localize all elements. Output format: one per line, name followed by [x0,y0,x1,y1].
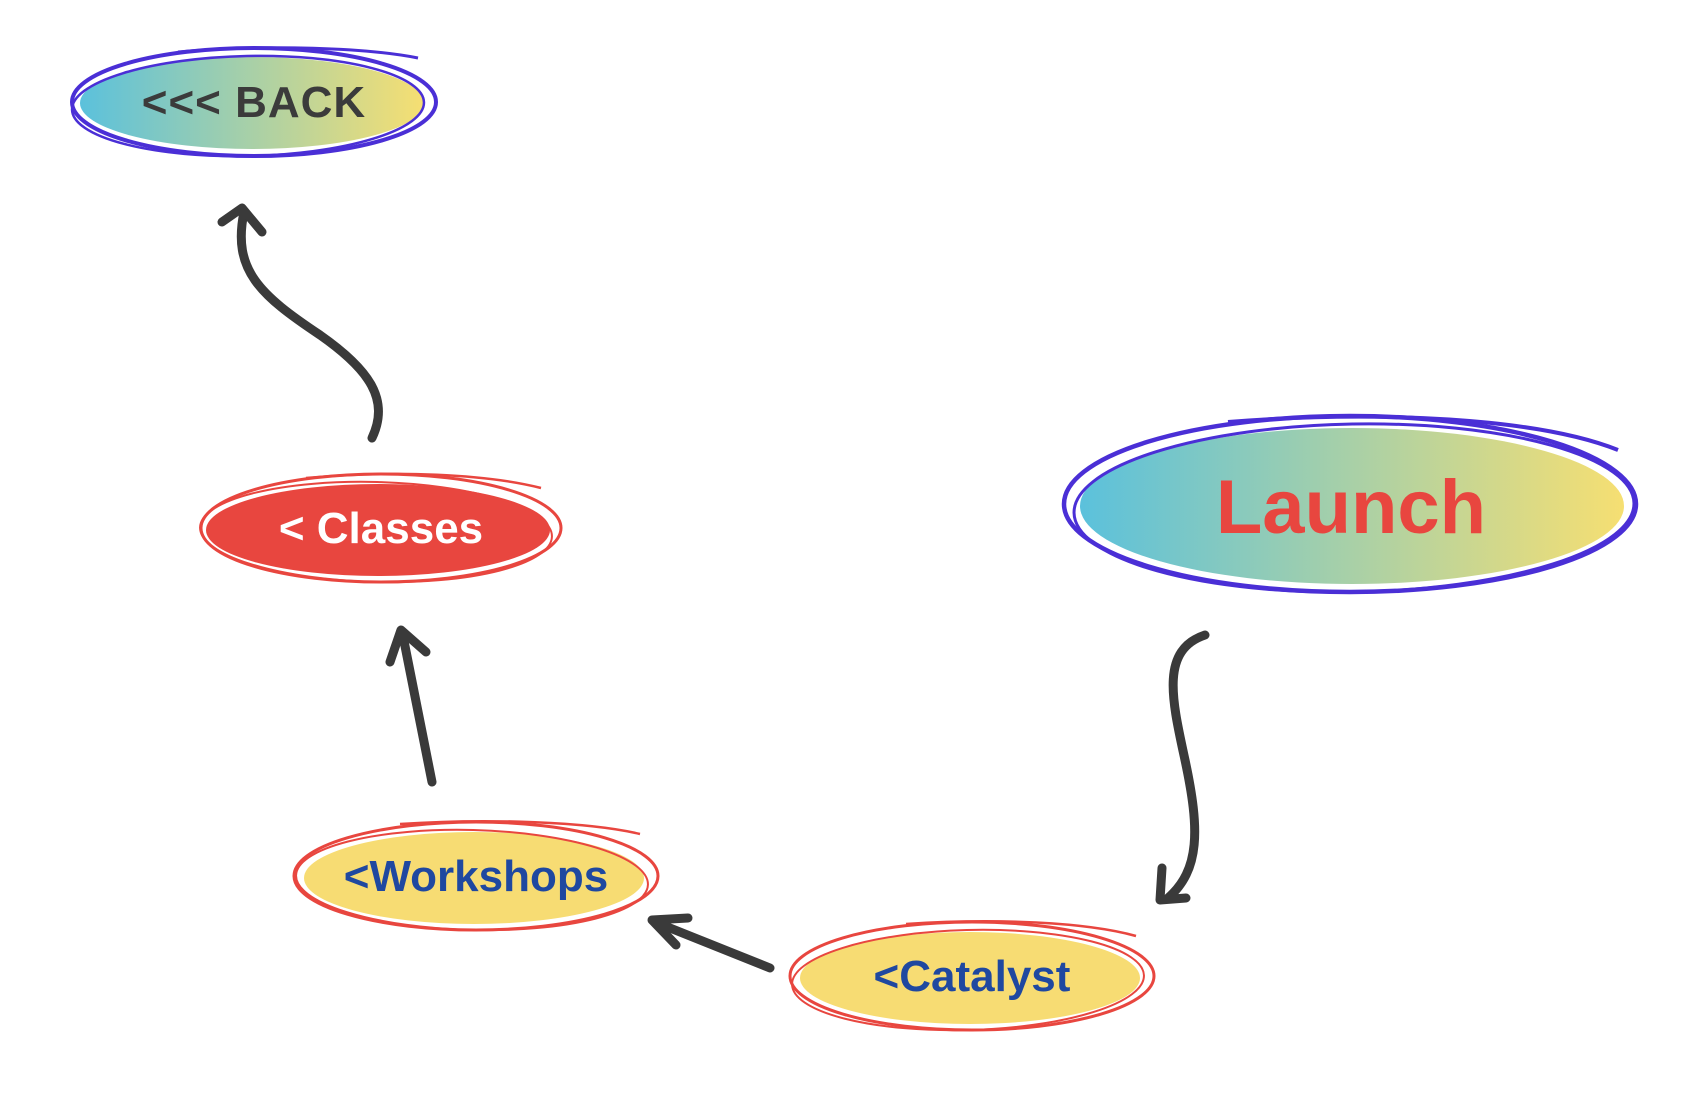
catalyst-ellipse [788,920,1156,1032]
back-node[interactable]: <<< BACK [68,44,440,162]
arrow-launch-to-catalyst [1155,630,1210,905]
launch-label: Launch [1215,464,1487,550]
catalyst-node[interactable]: <Catalyst [786,918,1158,1036]
workshops-ellipse [292,819,660,932]
workshops-label: <Workshops [343,852,609,901]
classes-node[interactable]: < Classes [196,470,566,588]
arrow-catalyst-to-workshops [647,913,775,973]
catalyst-label: <Catalyst [873,952,1071,1001]
arrow-classes-to-back [217,203,383,443]
classes-label: < Classes [278,504,484,553]
arrow-workshops-to-classes [385,625,437,787]
back-label: <<< BACK [141,78,367,127]
classes-ellipse [199,472,563,584]
launch-ellipse [1061,413,1639,595]
back-ellipse [70,46,438,158]
workshops-node[interactable]: <Workshops [290,818,662,936]
launch-node[interactable]: Launch [1058,410,1644,596]
